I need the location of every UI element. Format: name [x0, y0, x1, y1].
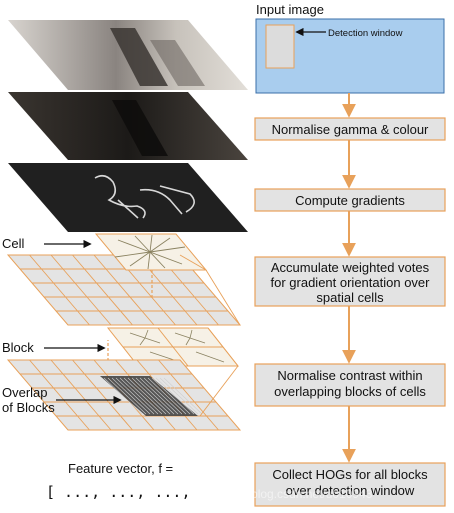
detection-window	[265, 24, 295, 69]
connector-lines	[179, 254, 241, 417]
step-label: Collect HOGs for all blocks	[272, 467, 428, 482]
block-histogram-layer	[106, 327, 240, 367]
cell-grid-layer	[6, 254, 242, 326]
cell-histogram	[94, 233, 208, 300]
feature-vector-caption: Feature vector, f =	[68, 461, 173, 476]
overlap-label-line-1: Overlap	[2, 385, 48, 400]
step-collect-hogs: Collect HOGs for all blocks over detecti…	[254, 462, 446, 507]
cell-label: Cell	[2, 236, 25, 251]
step-label: Accumulate weighted votes	[271, 260, 430, 275]
normalised-photo-layer	[8, 92, 248, 160]
step-label: Normalise contrast within	[277, 368, 422, 383]
step-label: Normalise gamma & colour	[272, 122, 429, 137]
detection-window-label: Detection window	[328, 28, 403, 39]
feature-vector-value: [ ..., ..., ..., ...]	[46, 483, 317, 501]
step-normalise-gamma: Normalise gamma & colour	[254, 117, 446, 141]
input-image-title: Input image	[256, 2, 324, 17]
step-label: spatial cells	[316, 290, 384, 305]
block-grid-layer	[6, 359, 242, 431]
block-label: Block	[2, 340, 34, 355]
gradient-image-layer	[8, 163, 248, 232]
input-photo-layer	[8, 20, 248, 90]
step-label: Compute gradients	[295, 193, 405, 208]
step-accumulate-votes: Accumulate weighted votes for gradient o…	[254, 256, 446, 307]
step-label: for gradient orientation over	[271, 275, 431, 290]
step-label: overlapping blocks of cells	[274, 384, 426, 399]
step-label: over detection window	[286, 483, 415, 498]
watermark: https://blog.csdn.net/u010943	[215, 487, 373, 501]
step-compute-gradients: Compute gradients	[254, 188, 446, 212]
step-normalise-contrast: Normalise contrast within overlapping bl…	[254, 363, 446, 407]
overlap-label-line-2: of Blocks	[2, 400, 55, 415]
